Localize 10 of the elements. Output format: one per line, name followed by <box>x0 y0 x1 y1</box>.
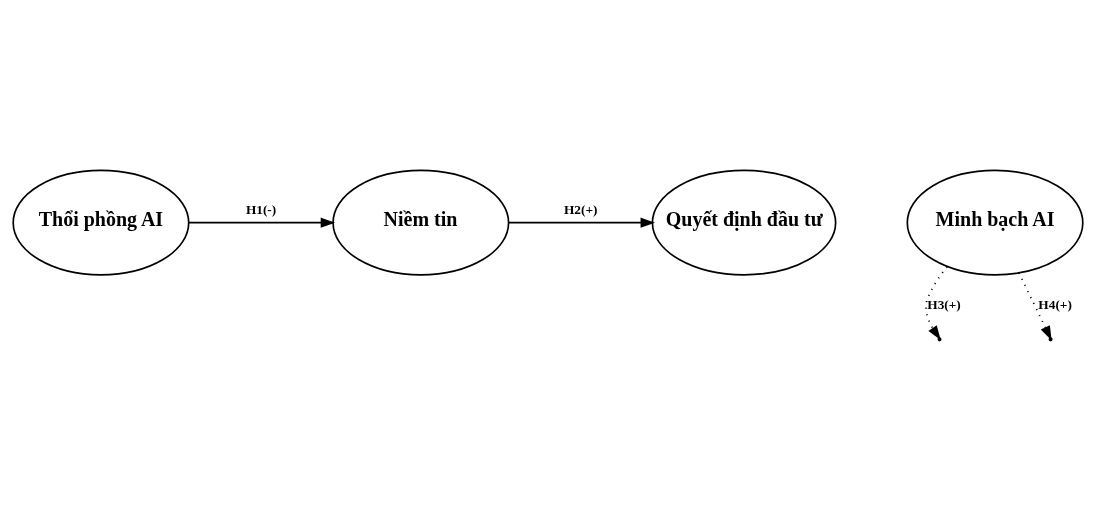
node-ellipse: Niềm tin <box>332 169 510 276</box>
arrow <box>187 217 336 228</box>
arrow <box>507 217 655 228</box>
edge-label: H4(+) <box>1038 296 1072 312</box>
edge-label: H3(+) <box>927 296 961 312</box>
node-ellipse: Thổi phồng AI <box>12 169 190 276</box>
node-ellipse: Quyết định đầu tư <box>651 169 837 276</box>
edge-label: H2(+) <box>563 202 598 218</box>
node-ellipse: Minh bạch AI <box>906 169 1084 276</box>
edge-label: H1(-) <box>245 202 277 218</box>
